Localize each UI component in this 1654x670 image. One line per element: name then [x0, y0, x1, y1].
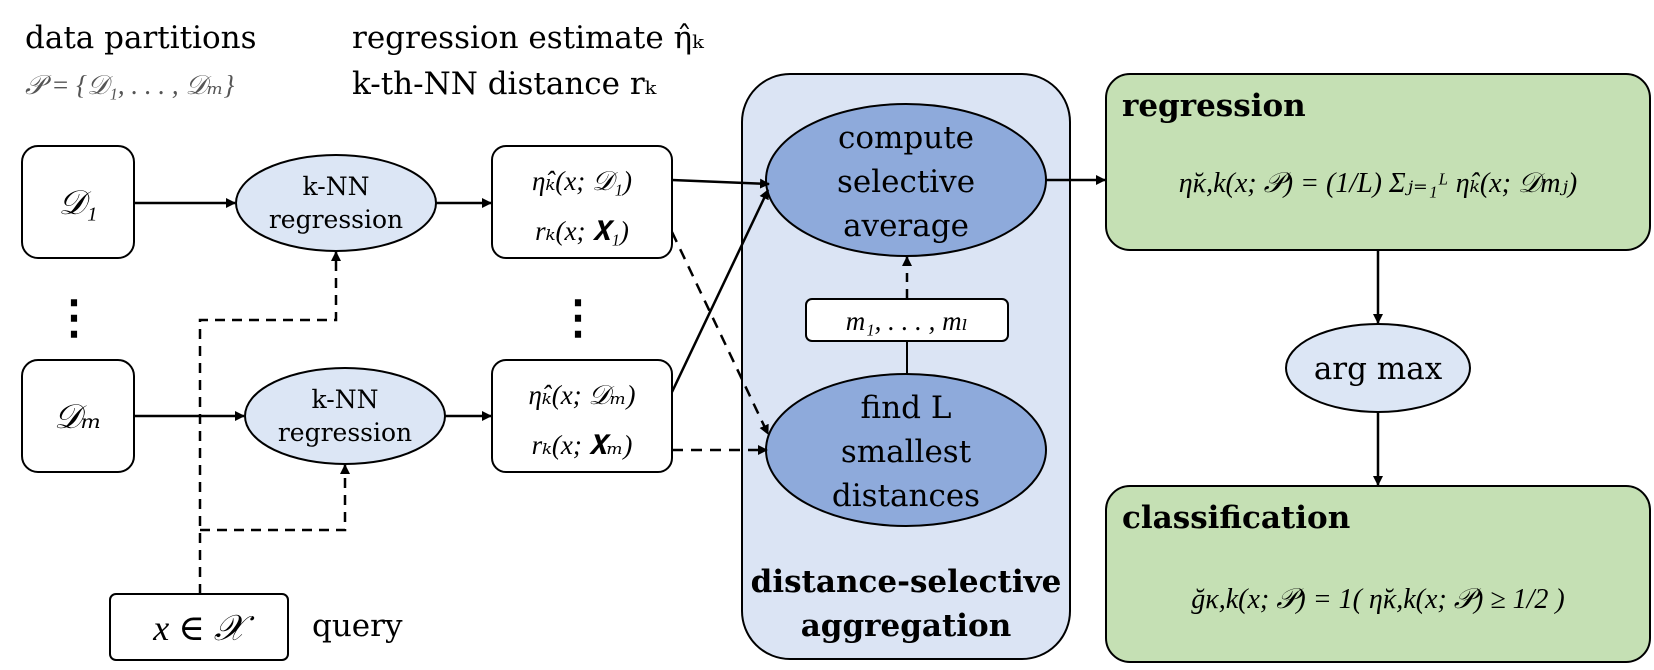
classification-title: classification	[1122, 500, 1350, 536]
query-label: query	[312, 608, 403, 644]
knn-ellipse-top	[235, 154, 437, 252]
knn-bottom-line2: regression	[278, 418, 412, 447]
arrow-first-est-to-compute	[671, 178, 770, 189]
knn-top-line2: regression	[269, 205, 403, 234]
classification-box	[1105, 485, 1651, 663]
knn-bottom-line1: k-NN	[312, 385, 379, 414]
distance-label: k-th-NN distance rₖ	[352, 66, 657, 102]
compute-line-3: average	[843, 208, 969, 244]
output-box-first	[491, 145, 673, 259]
partition-label-d1: 𝒟₁	[59, 185, 98, 222]
partition-label-dm: 𝒟ₘ	[54, 399, 102, 436]
output-last-estimate: η̂ₖ(x; 𝒟ₘ)	[528, 380, 635, 410]
output-last-distance: rₖ(x; 𝐗ₘ)	[532, 430, 633, 460]
knn-ellipse-bottom	[244, 367, 446, 465]
partition-ellipsis: ⋮	[51, 290, 97, 344]
query-formula: x ∈ 𝒳	[152, 608, 255, 648]
estimate-label: regression estimate η̂ₖ	[352, 20, 704, 56]
compute-line-1: compute	[838, 120, 974, 156]
regression-formula: η̆κ,k(x; 𝒫) = (1/L) Σⱼ₌₁ᴸ η̂ₖ(x; 𝒟mⱼ)	[1179, 168, 1577, 199]
partitions-set: 𝒫 = {𝒟₁, . . . , 𝒟ₘ}	[25, 70, 235, 100]
output-first-estimate: η̂ₖ(x; 𝒟₁)	[532, 166, 632, 196]
indices-label: m₁, . . . , mₗ	[846, 306, 968, 336]
compute-line-2: selective	[837, 164, 975, 200]
classification-formula: ğκ,k(x; 𝒫) = 1( η̆κ,k(x; 𝒫) ≥ 1/2 )	[1191, 584, 1565, 615]
find-line-2: smallest	[841, 434, 972, 470]
aggregation-title-1: distance-selective	[751, 564, 1062, 600]
knn-top-line1: k-NN	[303, 172, 370, 201]
arrow-query-to-knn-bottom	[200, 464, 350, 532]
output-first-distance: rₖ(x; 𝐗₁)	[535, 216, 629, 246]
aggregation-title-2: aggregation	[801, 608, 1012, 644]
find-line-3: distances	[832, 478, 980, 514]
argmax-label: arg max	[1314, 351, 1443, 387]
output-ellipsis: ⋮	[555, 290, 601, 344]
regression-title: regression	[1122, 88, 1306, 124]
partitions-label: data partitions	[25, 20, 257, 56]
arrow-last-est-to-compute	[670, 189, 770, 393]
arrow-query-to-knn-top	[198, 251, 341, 594]
find-line-1: find L	[861, 390, 952, 426]
output-box-last	[491, 359, 673, 473]
